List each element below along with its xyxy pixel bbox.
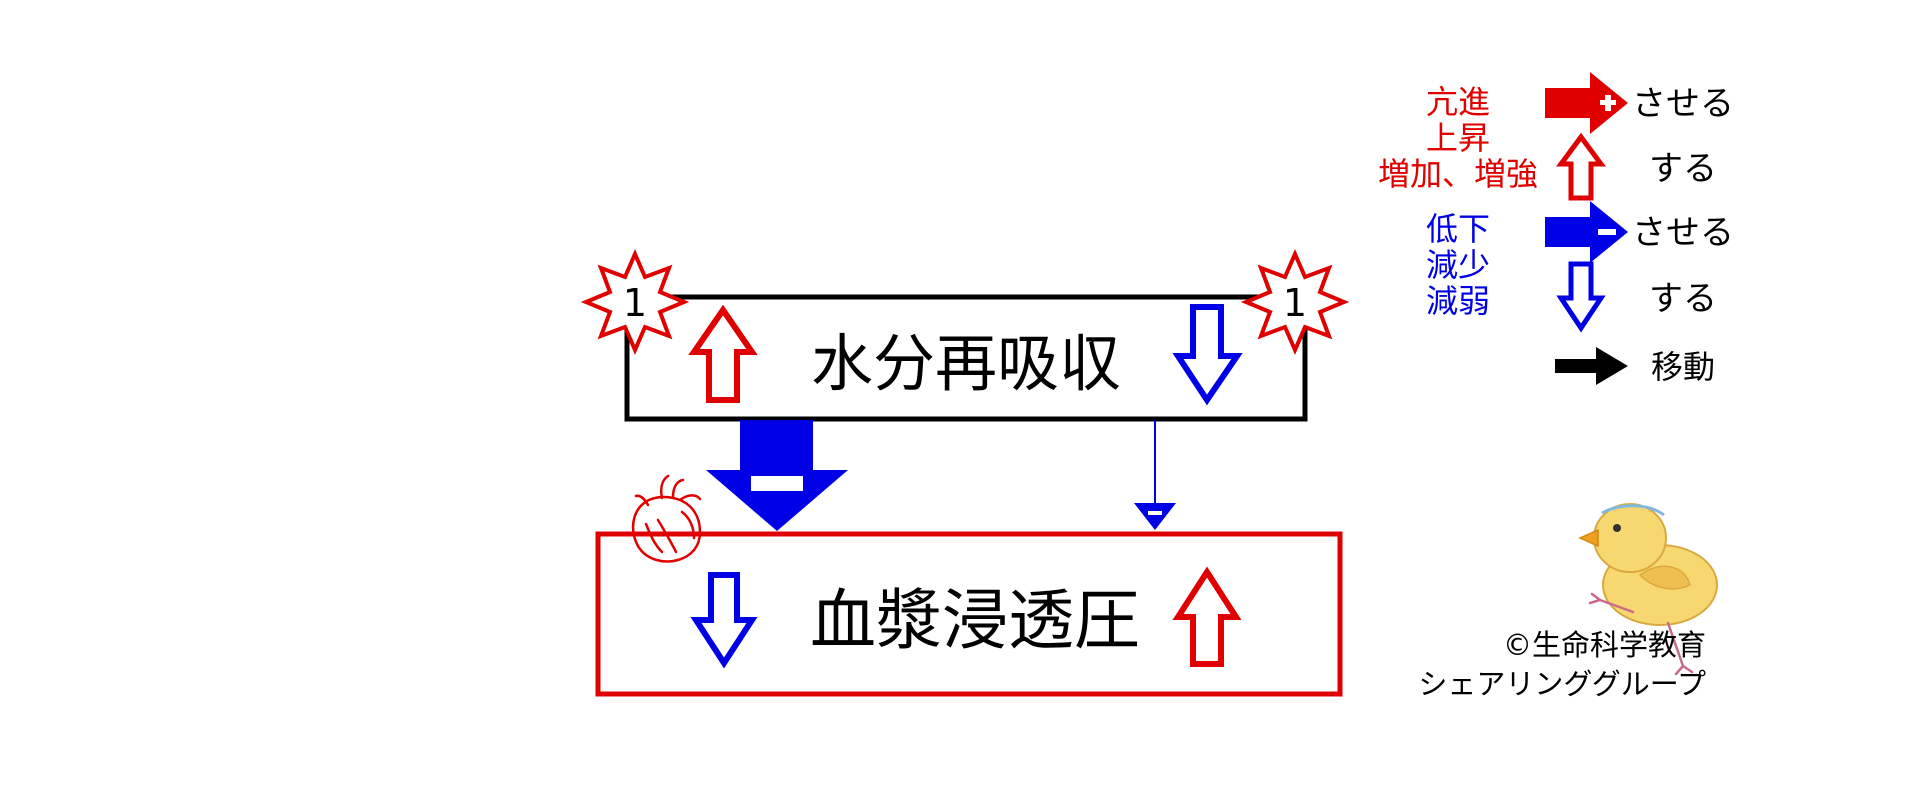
minus-sign-icon bbox=[1148, 511, 1162, 515]
legend-down-arrow-icon bbox=[1556, 261, 1606, 333]
minus-sign-icon bbox=[751, 476, 803, 491]
legend-suppress-arrow bbox=[1545, 201, 1628, 263]
plus-sign-icon bbox=[1605, 95, 1611, 111]
badge-right: 1 bbox=[1240, 248, 1350, 356]
credit-line-2: シェアリンググループ bbox=[1418, 667, 1706, 701]
legend-red-term-3: 増加、増強 bbox=[1378, 155, 1538, 193]
chick-leg bbox=[1588, 592, 1635, 614]
legend-move-arrow-icon bbox=[1555, 347, 1628, 385]
legend-up-arrow-icon bbox=[1556, 132, 1606, 201]
chick-icon bbox=[1578, 503, 1718, 676]
badge-right-number: 1 bbox=[1283, 281, 1307, 325]
legend-promote-arrow bbox=[1545, 72, 1628, 134]
blue-block-arrow-icon bbox=[706, 420, 848, 531]
legend-decrease-label: する bbox=[1649, 279, 1717, 319]
bottom-box-frame bbox=[595, 531, 1343, 697]
legend-move-label: 移動 bbox=[1651, 348, 1715, 386]
chick-head bbox=[1593, 503, 1667, 573]
legend-blue-term-3: 減弱 bbox=[1426, 282, 1490, 320]
chick-leg bbox=[1666, 621, 1694, 676]
top-box: 水分再吸収 1 1 bbox=[580, 248, 1350, 422]
legend-blue-term-1: 低下 bbox=[1426, 210, 1490, 248]
heart-icon bbox=[631, 474, 702, 563]
legend-blue-term-2: 減少 bbox=[1426, 246, 1490, 284]
chick-eye bbox=[1613, 524, 1621, 532]
top-box-label: 水分再吸収 bbox=[811, 327, 1121, 400]
minus-sign-icon bbox=[1598, 229, 1616, 235]
badge-left: 1 bbox=[580, 248, 690, 356]
chick-headband bbox=[1601, 504, 1665, 517]
up-arrow-icon bbox=[688, 304, 758, 403]
starburst-icon bbox=[1240, 248, 1350, 356]
blue-block-arrow-icon bbox=[1545, 201, 1628, 263]
suppress-arrow-thin bbox=[1134, 420, 1176, 530]
legend: 亢進 上昇 増加、増強 させる する 低下 減少 減弱 させる する 移動 bbox=[1378, 72, 1734, 386]
bottom-box-label: 血漿浸透圧 bbox=[810, 582, 1140, 659]
down-arrow-icon bbox=[1172, 304, 1243, 406]
legend-red-term-2: 上昇 bbox=[1426, 119, 1490, 157]
legend-suppress-label: させる bbox=[1632, 213, 1734, 253]
red-block-arrow-icon bbox=[1545, 72, 1628, 134]
suppress-arrow-large bbox=[706, 420, 848, 531]
credit-line-1: ©生命科学教育 bbox=[1503, 628, 1706, 662]
legend-increase-label: する bbox=[1649, 149, 1717, 189]
badge-left-number: 1 bbox=[623, 281, 647, 325]
chick-wing bbox=[1638, 565, 1691, 590]
legend-promote-label: させる bbox=[1632, 84, 1734, 124]
legend-red-term-1: 亢進 bbox=[1426, 83, 1490, 121]
up-arrow-icon bbox=[1172, 566, 1242, 667]
bottom-box: 血漿浸透圧 bbox=[595, 531, 1343, 697]
down-arrow-icon bbox=[690, 572, 758, 669]
starburst-icon bbox=[580, 248, 690, 356]
thin-arrow-head-icon bbox=[1134, 503, 1176, 530]
chick-beak bbox=[1578, 528, 1599, 548]
